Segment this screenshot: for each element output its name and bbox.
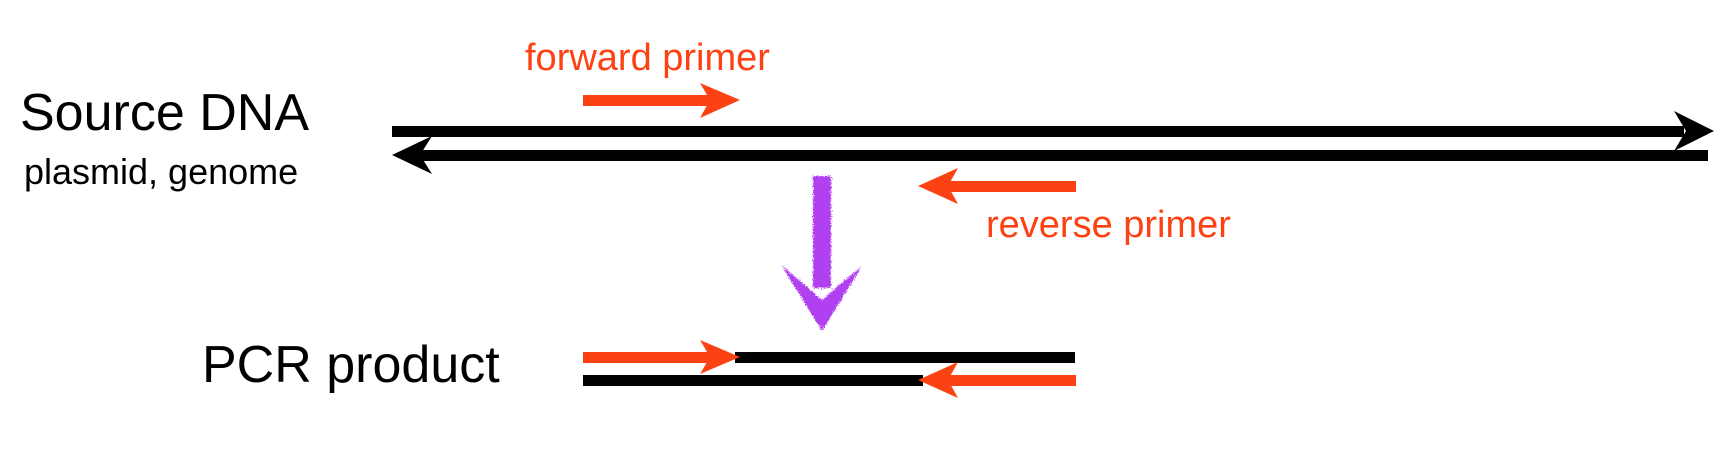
product-top-strand (735, 352, 1075, 363)
source-dna-title: Source DNA (20, 84, 309, 142)
pcr-product-label: PCR product (202, 336, 500, 394)
product-bottom-strand (583, 375, 923, 386)
pcr-product-strands (583, 340, 1076, 398)
source-top-strand-arrowhead (1674, 111, 1714, 151)
source-top-strand (392, 126, 1684, 137)
reverse-primer-label: reverse primer (986, 204, 1231, 246)
source-dna-subtitle: plasmid, genome (24, 151, 298, 192)
reverse-primer-arrow (918, 168, 1076, 204)
source-dna-strands (392, 111, 1714, 174)
product-reverse-primer-arrow (918, 362, 1076, 398)
forward-primer-arrow (583, 83, 740, 118)
forward-primer-label: forward primer (525, 37, 770, 79)
source-bottom-strand (418, 150, 1708, 161)
product-forward-primer-arrow (583, 340, 740, 374)
source-bottom-strand-arrowhead (392, 136, 432, 174)
process-arrow (782, 176, 862, 331)
